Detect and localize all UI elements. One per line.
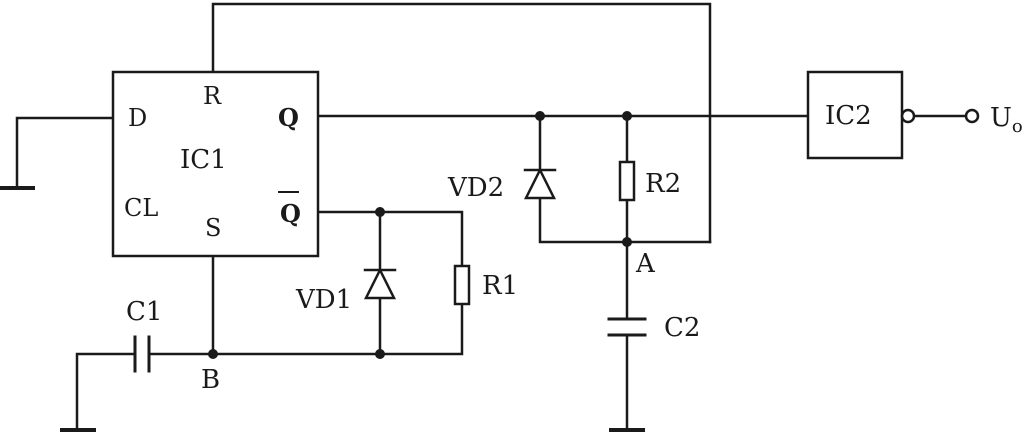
ic2-inverter-bubble: [900, 108, 916, 124]
wire-qbar: [316, 210, 464, 268]
ic1-pin-d: D: [128, 104, 147, 132]
r2-label: R2: [645, 169, 681, 199]
wires: [15, 2, 968, 430]
junction-qbar: [375, 207, 385, 217]
ic2-block: IC2: [806, 70, 916, 160]
grounds: [0, 186, 645, 432]
wire-r-feedback: [211, 2, 712, 244]
c2-capacitor: C2: [607, 313, 700, 343]
ic1-pin-q: Q: [278, 103, 299, 132]
wire-r1-bottom: [211, 302, 464, 356]
wire-d-ground: [15, 116, 114, 190]
node-a-label: A: [635, 249, 656, 279]
vd2-diode-body: [523, 167, 557, 200]
junction-vd1-bottom: [375, 349, 385, 359]
c2-label: C2: [664, 313, 700, 343]
output-label: Uo: [990, 103, 1023, 137]
ic1-block: IC1 D CL R S Q Q: [111, 70, 320, 258]
ic1-pin-s: S: [205, 214, 221, 242]
junctions: [208, 111, 632, 359]
r1-label: R1: [482, 271, 518, 301]
output-label-base: U: [990, 103, 1012, 133]
ic1-pin-qbar: Q: [280, 199, 301, 228]
vd1-diode: VD1: [295, 267, 397, 315]
ic1-pin-cl: CL: [124, 194, 158, 222]
ic1-pin-r: R: [203, 82, 222, 110]
junction-r2-q: [622, 111, 632, 121]
r1-resistor: R1: [453, 264, 518, 306]
node-b-label: B: [201, 365, 220, 395]
vd2-label: VD2: [447, 173, 504, 203]
ic1-label: IC1: [180, 145, 227, 175]
junction-node-b: [208, 349, 218, 359]
ic1-box: [111, 70, 320, 258]
c1-capacitor: C1: [126, 297, 162, 373]
c1-label: C1: [126, 297, 162, 327]
wire-vd2-bottom: [538, 198, 712, 244]
output-terminal: Uo: [964, 103, 1023, 137]
junction-node-a: [622, 237, 632, 247]
ic2-box: [806, 70, 904, 160]
output-terminal-circle: [964, 108, 980, 124]
vd1-label: VD1: [295, 285, 352, 315]
output-label-sub: o: [1012, 116, 1023, 137]
vd2-diode: VD2: [447, 167, 557, 203]
ic2-label: IC2: [825, 101, 872, 131]
r2-resistor: R2: [618, 160, 681, 202]
r1-resistor-body: [453, 264, 471, 306]
junction-vd2-q: [535, 111, 545, 121]
wire-c1-ground: [75, 352, 136, 430]
r2-resistor-body: [618, 160, 636, 202]
vd1-diode-body: [363, 267, 397, 300]
